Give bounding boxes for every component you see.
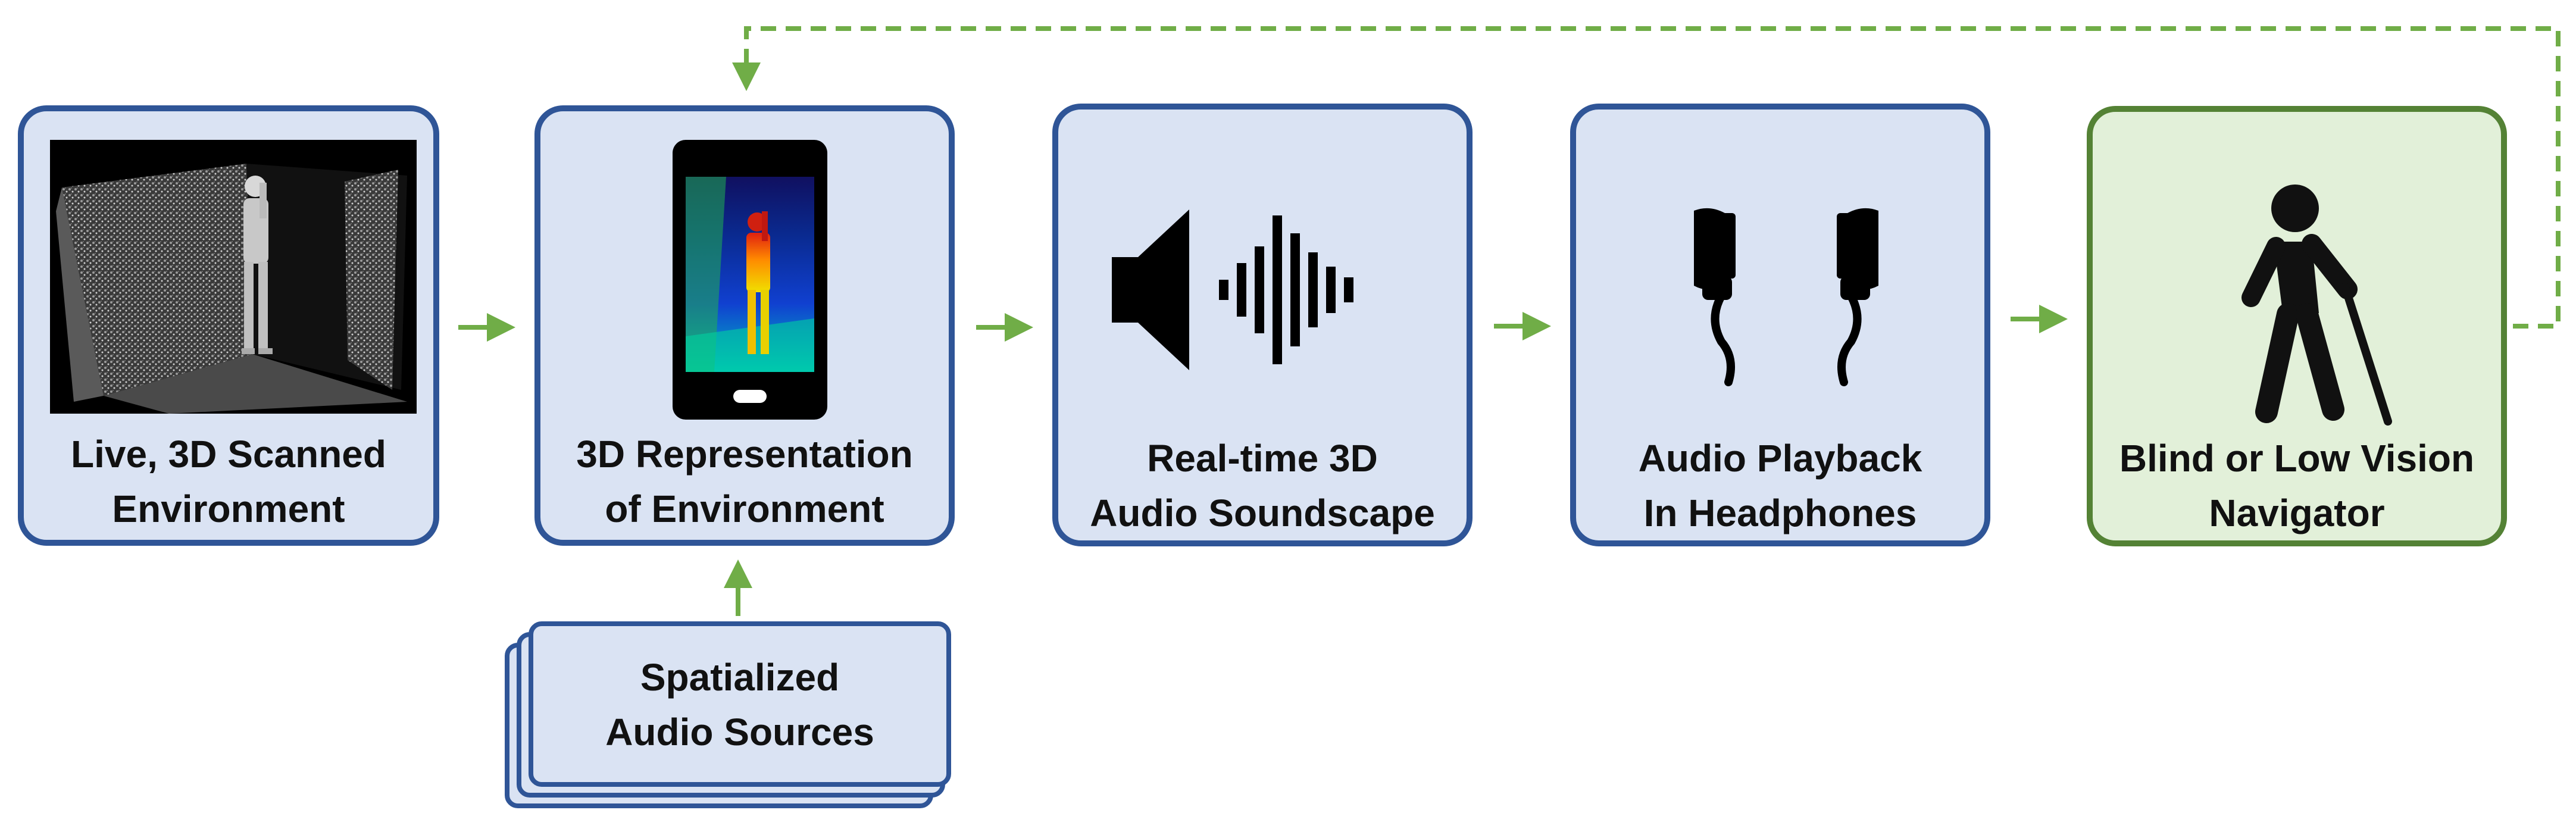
node-audio-soundscape: Real-time 3D Audio Soundscape [1052,104,1473,546]
label-line-1: Real-time 3D [1147,437,1378,480]
earphones-icon [1694,208,1878,386]
label-line-2: Audio Soundscape [1090,492,1435,534]
node-scanned-environment: Live, 3D Scanned Environment [18,105,439,546]
label-line-2: In Headphones [1643,492,1917,534]
label-line-1: Live, 3D Scanned [71,433,386,476]
point-cloud-scan-image [50,140,417,414]
label-line-1: 3D Representation [576,433,913,476]
node-label: Audio Playback In Headphones [1576,431,1984,540]
feedback-loop-dashed [732,26,2561,329]
node-3d-representation: 3D Representation of Environment [534,105,955,546]
speaker-waveform-icon [1112,210,1353,370]
node-audio-playback: Audio Playback In Headphones [1570,104,1990,546]
blind-person-with-cane-icon [2242,185,2392,426]
node-label: Live, 3D Scanned Environment [24,427,433,536]
node-label: Spatialized Audio Sources [533,650,946,759]
node-navigator: Blind or Low Vision Navigator [2087,106,2507,546]
phone-depth-map-icon [673,140,827,420]
label-line-2: Navigator [2209,492,2385,534]
node-spatialized-audio-sources: Spatialized Audio Sources [529,621,951,787]
label-line-2: Environment [112,487,345,530]
node-label: Real-time 3D Audio Soundscape [1058,431,1467,540]
label-line-2: Audio Sources [605,711,874,753]
node-label: 3D Representation of Environment [540,427,949,536]
label-line-2: of Environment [605,487,884,530]
label-line-1: Blind or Low Vision [2119,437,2475,480]
label-line-1: Audio Playback [1638,437,1922,480]
node-label: Blind or Low Vision Navigator [2093,431,2501,540]
label-line-1: Spatialized [640,656,840,699]
